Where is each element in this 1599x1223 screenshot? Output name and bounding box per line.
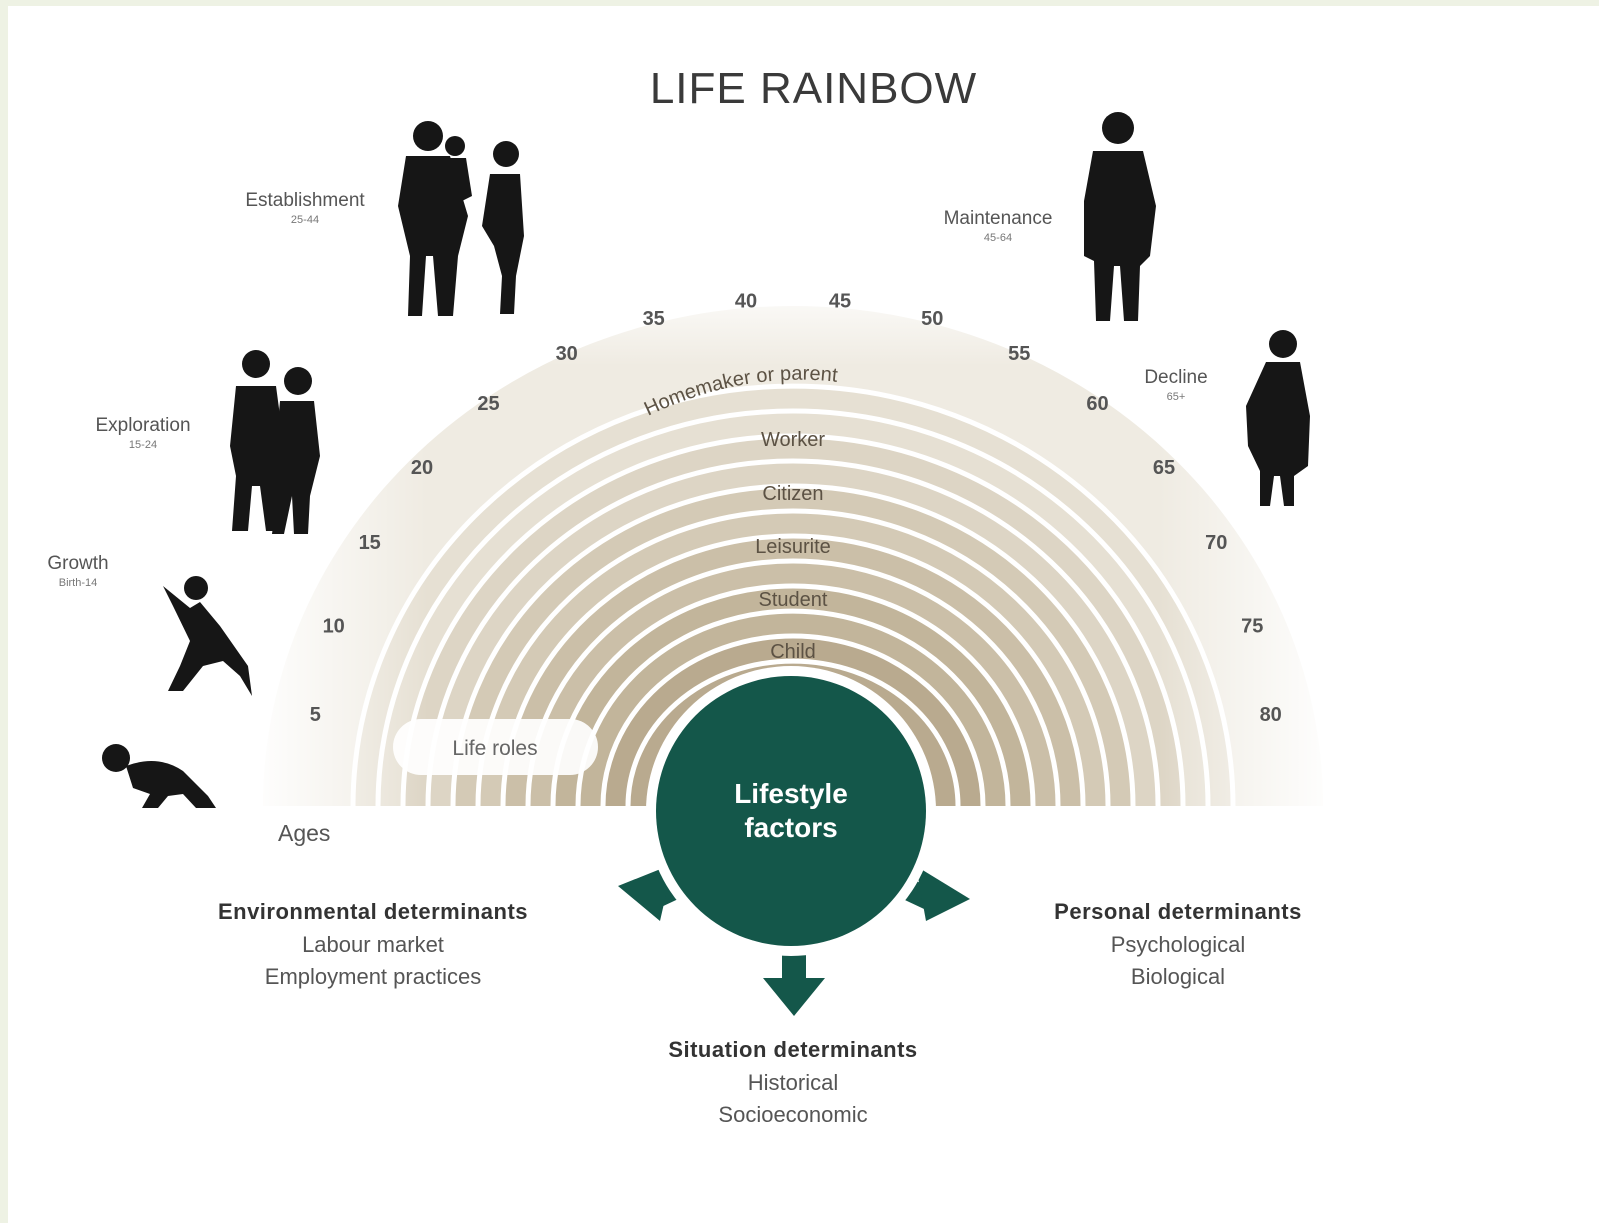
center-label-1: Lifestyle	[734, 778, 848, 809]
role-label: Leisurite	[755, 536, 831, 558]
age-tick-label: 25	[477, 393, 499, 415]
situation-item: Historical	[747, 1070, 839, 1095]
age-tick-label: 70	[1205, 532, 1227, 554]
age-tick-label: 55	[1008, 343, 1030, 365]
ages-label: Ages	[278, 820, 330, 846]
center-label-2: factors	[744, 812, 837, 843]
situation-item: Socioeconomic	[718, 1102, 868, 1127]
age-tick-label: 75	[1241, 615, 1263, 637]
role-label: Citizen	[762, 483, 823, 505]
diagram-canvas: LIFE RAINBOW	[8, 6, 1599, 1223]
man-silhouette-icon	[1084, 112, 1156, 321]
personal-item: Psychological	[1110, 932, 1246, 957]
family-silhouette-icon	[398, 121, 524, 316]
role-label: Student	[759, 589, 828, 611]
stage-establishment-ages: 25-44	[291, 214, 319, 226]
situation-determinants: Situation determinants Historical Socioe…	[588, 1037, 998, 1131]
age-tick-label: 50	[921, 308, 943, 330]
age-tick-label: 60	[1086, 393, 1108, 415]
child-silhouette-icon	[163, 576, 252, 696]
role-labels: Child Student Leisurite Citizen Worker	[755, 429, 831, 663]
age-tick-label: 15	[359, 532, 381, 554]
age-tick-label: 5	[310, 704, 321, 726]
environmental-title: Environmental determinants	[217, 899, 529, 924]
stage-labels: Growth Birth-14 Exploration 15-24 Establ…	[47, 190, 1207, 589]
age-ticks: 5 10 15 20 25 30 35 40 45 50 55 60 65 70 75 80	[310, 291, 1282, 726]
life-roles-label: Life roles	[452, 737, 537, 760]
personal-title: Personal determinants	[1054, 899, 1302, 924]
silhouettes	[102, 112, 1310, 808]
role-label: Worker	[761, 429, 825, 451]
age-tick-label: 40	[735, 291, 757, 313]
environmental-item: Employment practices	[264, 964, 482, 989]
stage-maintenance-name: Maintenance	[944, 208, 1053, 229]
stage-maintenance-ages: 45-64	[984, 232, 1012, 244]
stage-decline-name: Decline	[1144, 367, 1207, 388]
stage-growth-name: Growth	[47, 553, 108, 574]
age-tick-label: 80	[1260, 704, 1282, 726]
environmental-item: Labour market	[302, 932, 444, 957]
age-tick-label: 35	[643, 308, 665, 330]
situation-title: Situation determinants	[668, 1037, 918, 1062]
life-roles-pill: Life roles	[393, 719, 598, 775]
stage-growth-ages: Birth-14	[59, 577, 98, 589]
age-tick-label: 10	[323, 615, 345, 637]
age-tick-label: 30	[556, 343, 578, 365]
stage-establishment-name: Establishment	[245, 190, 365, 211]
age-tick-label: 65	[1153, 457, 1175, 479]
personal-determinants: Personal determinants Psychological Biol…	[993, 899, 1363, 993]
stage-decline-ages: 65+	[1167, 391, 1186, 403]
teen-couple-silhouette-icon	[230, 350, 320, 534]
role-label: Child	[770, 641, 816, 663]
stage-exploration-ages: 15-24	[129, 439, 157, 451]
diagram-title: LIFE RAINBOW	[649, 64, 978, 113]
rainbow-graphic: 5 10 15 20 25 30 35 40 45 50 55 60 65 70 75 80 Child St…	[47, 112, 1338, 1016]
band-separators	[350, 383, 1236, 807]
baby-silhouette-icon	[102, 744, 216, 808]
age-tick-label: 45	[829, 291, 851, 313]
lifestyle-factors-circle: Lifestyle factors	[646, 666, 936, 956]
age-tick-label: 20	[411, 457, 433, 479]
stage-exploration-name: Exploration	[95, 415, 190, 436]
personal-item: Biological	[1130, 964, 1226, 989]
elderly-silhouette-icon	[1246, 330, 1310, 506]
environmental-determinants: Environmental determinants Labour market…	[138, 899, 608, 993]
